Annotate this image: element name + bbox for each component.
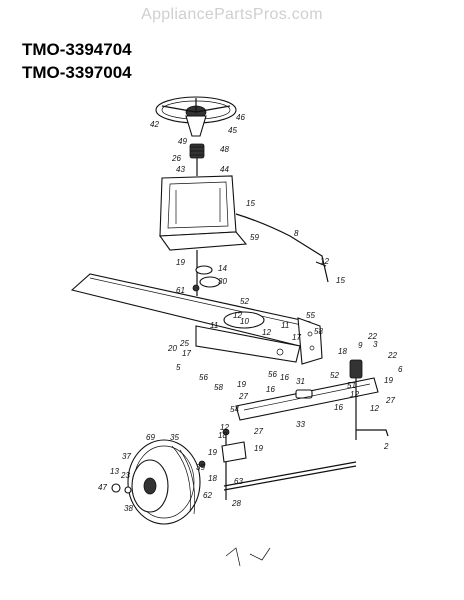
callout-12: 12 xyxy=(350,390,359,399)
callout-12: 12 xyxy=(370,404,379,413)
callout-16: 16 xyxy=(334,403,343,412)
callout-44: 44 xyxy=(220,165,229,174)
callout-52: 52 xyxy=(330,371,339,380)
callout-14: 14 xyxy=(218,264,227,273)
callout-5: 5 xyxy=(176,363,181,372)
callout-9: 9 xyxy=(358,341,363,350)
callout-27: 27 xyxy=(253,427,263,436)
callout-56: 56 xyxy=(199,373,208,382)
callout-63: 63 xyxy=(234,477,243,486)
callout-52: 52 xyxy=(240,297,249,306)
callout-49: 49 xyxy=(178,137,187,146)
main-frame[interactable] xyxy=(70,273,311,363)
callout-25: 25 xyxy=(179,339,189,348)
callout-19: 19 xyxy=(254,444,263,453)
callout-23: 23 xyxy=(120,471,130,480)
callout-18: 18 xyxy=(338,347,347,356)
tie-rod[interactable] xyxy=(223,461,357,491)
callout-35: 35 xyxy=(170,433,179,442)
steering-wheel[interactable] xyxy=(155,96,237,137)
callout-12: 12 xyxy=(220,423,229,432)
callout-27: 27 xyxy=(385,396,395,405)
partial-sketch xyxy=(225,547,271,567)
model-number-2: TMO-3397004 xyxy=(22,63,132,82)
callout-16: 16 xyxy=(266,385,275,394)
right-spindle[interactable] xyxy=(349,359,389,440)
callout-45: 45 xyxy=(228,126,237,135)
callout-43: 43 xyxy=(176,165,185,174)
callout-39: 39 xyxy=(196,463,205,472)
callout-55: 55 xyxy=(306,311,315,320)
callout-58: 58 xyxy=(214,383,223,392)
callout-33: 33 xyxy=(296,420,305,429)
callout-22: 22 xyxy=(387,351,397,360)
wheel-hardware[interactable] xyxy=(111,460,206,494)
callout-61: 61 xyxy=(176,286,185,295)
callout-51: 51 xyxy=(347,381,356,390)
callout-20: 20 xyxy=(167,344,177,353)
callout-30: 30 xyxy=(218,277,227,286)
callout-58: 58 xyxy=(314,327,323,336)
callout-12: 12 xyxy=(262,328,271,337)
callout-19: 19 xyxy=(208,448,217,457)
callout-11: 11 xyxy=(210,321,218,330)
callout-37: 37 xyxy=(122,452,131,461)
callout-48: 48 xyxy=(220,145,229,154)
callout-46: 46 xyxy=(236,113,245,122)
front-bracket[interactable] xyxy=(297,317,323,365)
callout-54: 54 xyxy=(230,405,239,414)
callout-28: 28 xyxy=(231,499,241,508)
callout-31: 31 xyxy=(296,377,305,386)
front-wheel[interactable] xyxy=(127,439,201,525)
callout-11: 11 xyxy=(281,321,289,330)
callout-27: 27 xyxy=(238,392,248,401)
callout-18: 18 xyxy=(218,431,227,440)
callout-15: 15 xyxy=(336,276,345,285)
callout-69: 69 xyxy=(146,433,155,442)
callout-19: 19 xyxy=(176,258,185,267)
callout-12: 12 xyxy=(233,311,242,320)
control-rod[interactable] xyxy=(235,213,329,283)
steering-bellows[interactable] xyxy=(189,143,205,176)
callout-26: 26 xyxy=(171,154,181,163)
callout-42: 42 xyxy=(150,120,159,129)
callout-15: 15 xyxy=(246,199,255,208)
model-number-1: TMO-3394704 xyxy=(22,40,132,59)
callout-62: 62 xyxy=(203,491,212,500)
steering-shaft[interactable] xyxy=(192,250,221,296)
left-spindle[interactable] xyxy=(221,428,247,500)
callout-8: 8 xyxy=(294,229,299,238)
callout-56: 56 xyxy=(268,370,277,379)
callout-47: 47 xyxy=(98,483,107,492)
callout-3: 3 xyxy=(373,340,378,349)
callout-38: 38 xyxy=(124,504,133,513)
callout-19: 19 xyxy=(237,380,246,389)
callout-17: 17 xyxy=(292,333,301,342)
callout-16: 16 xyxy=(280,373,289,382)
front-axle[interactable] xyxy=(235,377,379,421)
callout-2: 2 xyxy=(383,442,389,451)
callout-10: 10 xyxy=(240,317,249,326)
callout-19: 19 xyxy=(384,376,393,385)
callout-13: 13 xyxy=(110,467,119,476)
callout-22: 22 xyxy=(367,332,377,341)
callout-59: 59 xyxy=(250,233,259,242)
callout-6: 6 xyxy=(398,365,403,374)
callout-12: 12 xyxy=(320,257,329,266)
callout-17: 17 xyxy=(182,349,191,358)
callout-18: 18 xyxy=(208,474,217,483)
dash-housing[interactable] xyxy=(158,175,248,251)
watermark: AppliancePartsPros.com xyxy=(141,6,323,23)
